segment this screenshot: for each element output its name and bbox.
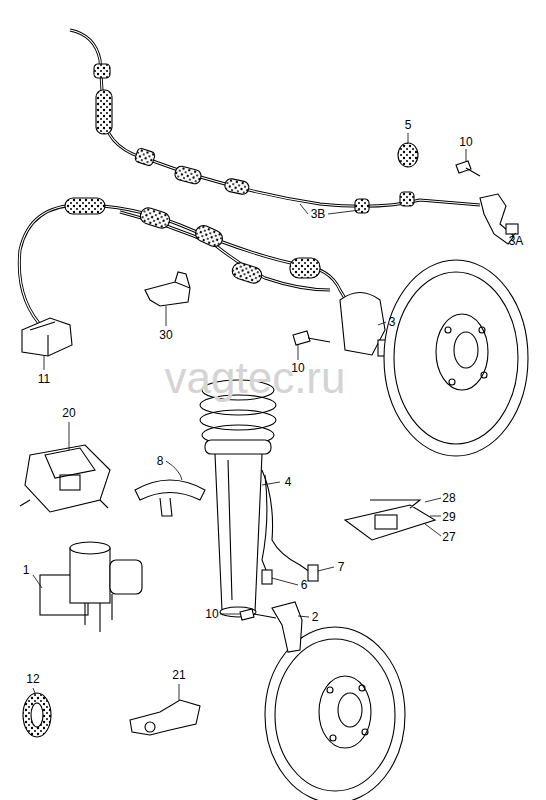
callout-number: 5: [403, 118, 414, 132]
callout-number: 27: [440, 530, 457, 544]
callout-number: 21: [170, 668, 187, 682]
callout-number: 12: [24, 672, 41, 686]
callout-number: 11: [36, 372, 52, 386]
callout-number: 6: [299, 578, 310, 592]
callout-number: 2: [310, 610, 321, 624]
callout-number: 28: [440, 491, 457, 505]
callout-number: 4: [283, 475, 294, 489]
callout-number: 29: [440, 510, 457, 524]
callout-number: 3B: [309, 207, 328, 221]
callout-number: 30: [157, 328, 174, 342]
callout-number: 8: [155, 454, 166, 468]
callout-number: 1: [21, 563, 32, 577]
callout-number: 10: [203, 607, 220, 621]
watermark: vagtec.ru: [165, 356, 346, 400]
callout-number: 20: [60, 406, 77, 420]
callout-number: 7: [336, 560, 347, 574]
callout-number: 10: [457, 135, 474, 149]
callout-number: 3: [387, 315, 398, 329]
callout-number: 3A: [507, 234, 526, 248]
